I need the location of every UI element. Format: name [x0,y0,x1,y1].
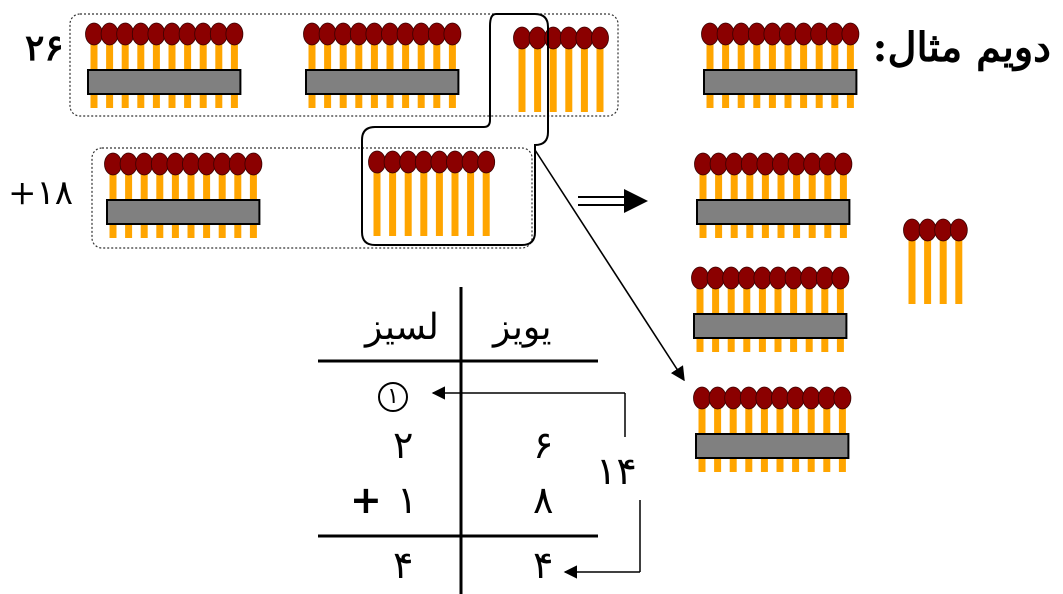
new-ten-bundle [694,387,851,472]
tens-digit-26: ۲ [393,426,413,464]
carry-digit: ۱ [378,382,408,412]
regroup-arrow [535,150,684,380]
ones-column-header: یویز [493,310,552,346]
ten-bundle [105,153,262,238]
ten-bundle [86,23,243,108]
partial-sum: ۱۴ [596,452,637,490]
plus-sign: + [350,481,382,519]
result-ten-bundle [695,153,852,238]
ones-digit-18: ۸ [533,481,553,519]
ten-bundle [304,23,461,108]
example-title: دویم مثال: [873,28,1051,68]
first-number: ۲۶ [25,30,64,66]
ones-digit-sum: ۴ [533,546,553,584]
tens-digit-18: ۱ [397,481,417,519]
implies-arrow [578,189,648,213]
second-number: +۱۸ [8,176,73,210]
loose-sticks-eight [369,151,495,236]
result-ten-bundle [702,23,859,108]
tens-digit-sum: ۴ [393,546,413,584]
ones-digit-26: ۶ [533,426,553,464]
result-ten-bundle [692,267,849,352]
result-loose-sticks-four [904,219,968,304]
loose-sticks-six [514,27,609,112]
tens-column-header: لسیز [365,310,439,346]
